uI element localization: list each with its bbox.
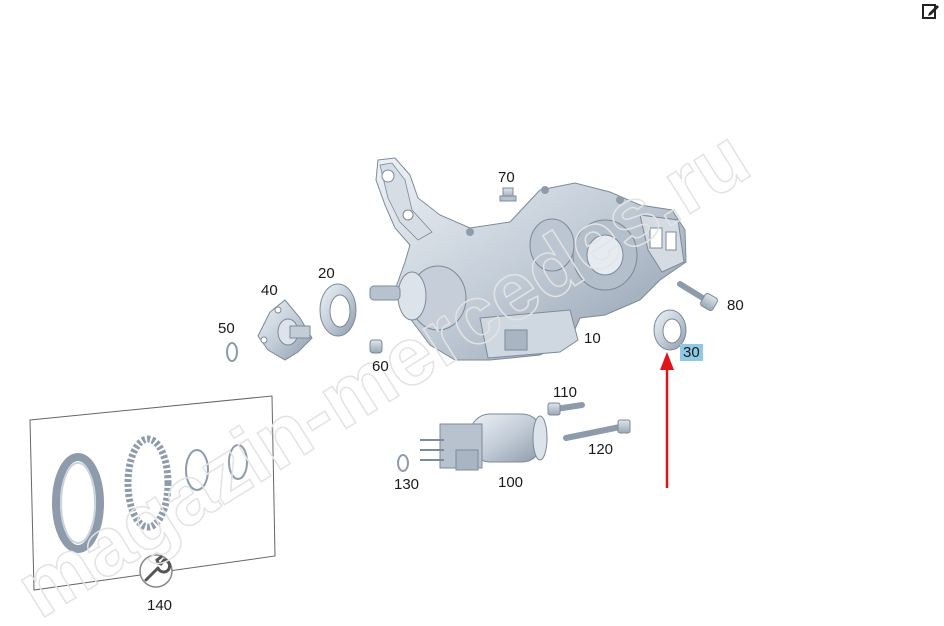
- seal-ring-20[interactable]: [319, 283, 357, 337]
- callout-60[interactable]: 60: [372, 358, 389, 375]
- seal-ring-30[interactable]: [653, 309, 687, 351]
- callout-30[interactable]: 30: [680, 344, 703, 361]
- bolt-110[interactable]: [547, 402, 585, 416]
- actuator-motor-100[interactable]: [420, 413, 548, 471]
- callout-10[interactable]: 10: [584, 330, 601, 347]
- transfer-case-housing[interactable]: [369, 157, 687, 361]
- callout-50[interactable]: 50: [218, 320, 235, 337]
- callout-140[interactable]: 140: [147, 597, 173, 614]
- edit-icon[interactable]: [922, 2, 940, 20]
- callout-80[interactable]: 80: [727, 297, 744, 314]
- breather-valve[interactable]: [499, 187, 517, 202]
- bolt-120[interactable]: [563, 419, 631, 441]
- callout-20[interactable]: 20: [318, 265, 335, 282]
- bolt-80[interactable]: [677, 281, 719, 312]
- repair-kit-140[interactable]: [29, 395, 276, 591]
- callout-40[interactable]: 40: [261, 282, 278, 299]
- callout-110[interactable]: 110: [553, 384, 577, 401]
- wrench-icon: [144, 555, 172, 582]
- plug-60[interactable]: [369, 339, 383, 354]
- callout-100[interactable]: 100: [498, 474, 524, 491]
- o-ring-130[interactable]: [397, 454, 409, 472]
- callout-130[interactable]: 130: [394, 476, 420, 493]
- callout-70[interactable]: 70: [498, 169, 515, 186]
- snap-ring-50[interactable]: [226, 342, 238, 362]
- flange-40[interactable]: [257, 299, 313, 361]
- callout-120[interactable]: 120: [588, 441, 614, 458]
- pointer-arrow: [660, 352, 674, 488]
